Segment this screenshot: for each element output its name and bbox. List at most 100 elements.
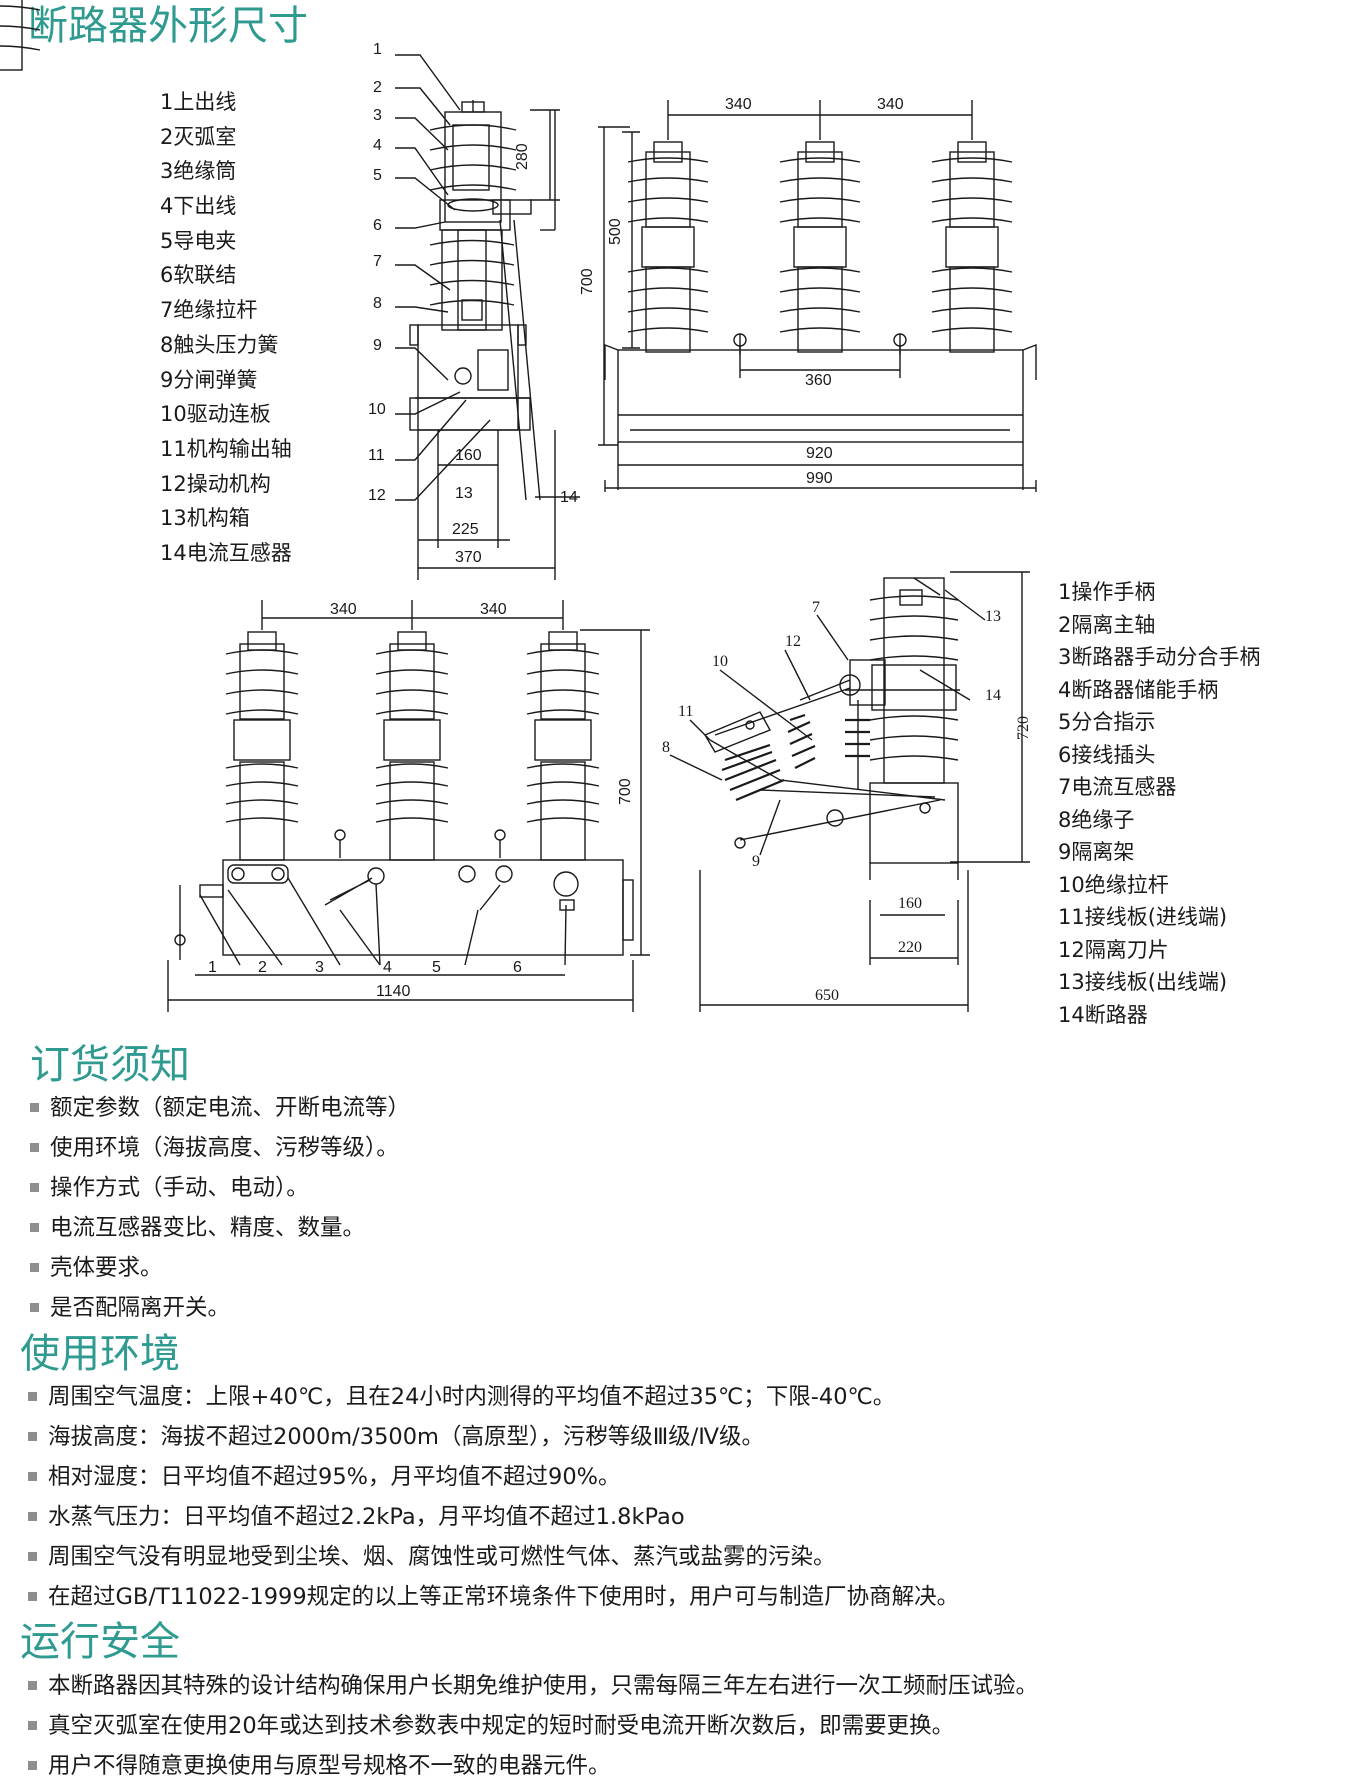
list-item: 水蒸气压力：日平均值不超过2.2kPa，月平均值不超过1.8kPao xyxy=(20,1497,959,1537)
callout-label: 3 xyxy=(373,107,382,124)
dimension-label: 160 xyxy=(455,447,482,464)
list-item: 使用环境（海拔高度、污秽等级）。 xyxy=(22,1128,410,1168)
legend-item: 3绝缘筒 xyxy=(160,159,237,184)
dimension-label: 370 xyxy=(455,549,482,566)
drawing3-labels: 340 340 700 1140 1 2 3 4 5 6 xyxy=(208,601,634,1000)
dimension-label: 220 xyxy=(898,939,922,956)
environment-list: 周围空气温度：上限+40℃，且在24小时内测得的平均值不超过35℃；下限-40℃… xyxy=(20,1377,959,1617)
dimension-label: 340 xyxy=(480,601,507,618)
drawing2-labels: 340 340 700 500 360 920 990 xyxy=(579,96,904,487)
callout-label: 8 xyxy=(662,739,670,756)
list-item: 电流互感器变比、精度、数量。 xyxy=(22,1208,410,1248)
callout-label: 3 xyxy=(315,959,324,976)
safety-title: 运行安全 xyxy=(20,1619,180,1665)
legend-item: 9隔离架 xyxy=(1058,840,1135,864)
list-item: 用户不得随意更换使用与原型号规格不一致的电器元件。 xyxy=(20,1746,1038,1786)
legend-item: 10驱动连板 xyxy=(160,402,271,427)
list-item: 周围空气温度：上限+40℃，且在24小时内测得的平均值不超过35℃；下限-40℃… xyxy=(20,1377,959,1417)
callout-label: 4 xyxy=(373,137,382,154)
dimension-label: 360 xyxy=(805,372,832,389)
legend-item: 2灭弧室 xyxy=(160,124,237,149)
legend-item: 4下出线 xyxy=(160,194,237,219)
list-item: 真空灭弧室在使用20年或达到技术参数表中规定的短时耐受电流开断次数后，即需要更换… xyxy=(20,1706,1038,1746)
callout-label: 7 xyxy=(373,253,382,270)
dimension-label: 340 xyxy=(877,96,904,113)
callout-label: 9 xyxy=(752,853,760,870)
list-item: 周围空气没有明显地受到尘埃、烟、腐蚀性或可燃性气体、蒸汽或盐雾的污染。 xyxy=(20,1537,959,1577)
callout-label: 6 xyxy=(513,959,522,976)
callout-label: 12 xyxy=(785,633,801,650)
dimension-label: 920 xyxy=(806,445,833,462)
callout-label: 2 xyxy=(258,959,267,976)
dimension-label: 225 xyxy=(452,521,479,538)
breaker-parts-legend: 1上出线 2灭弧室 3绝缘筒 4下出线 5导电夹 6软联结 7绝缘拉杆 8触头压… xyxy=(160,85,292,571)
callout-label: 2 xyxy=(373,79,382,96)
dimensions-title: 断路器外形尺寸 xyxy=(28,3,308,49)
list-item: 壳体要求。 xyxy=(22,1248,410,1288)
safety-list: 本断路器因其特殊的设计结构确保用户长期免维护使用，只需每隔三年左右进行一次工频耐… xyxy=(20,1666,1038,1786)
legend-item: 2隔离主轴 xyxy=(1058,612,1156,637)
list-item: 在超过GB/T11022-1999规定的以上等正常环境条件下使用时，用户可与制造… xyxy=(20,1577,959,1617)
legend-item: 13机构箱 xyxy=(160,506,250,531)
dimension-label: 500 xyxy=(607,218,624,245)
callout-label: 11 xyxy=(678,703,693,720)
callout-label: 1 xyxy=(208,959,217,976)
ordering-list: 额定参数（额定电流、开断电流等） 使用环境（海拔高度、污秽等级）。 操作方式（手… xyxy=(22,1088,410,1328)
drawing1-labels: 1 2 3 4 5 6 7 8 9 10 11 12 13 14 280 160… xyxy=(368,41,578,566)
legend-item: 8绝缘子 xyxy=(1058,807,1135,832)
callout-label: 8 xyxy=(373,295,382,312)
legend-item: 4断路器储能手柄 xyxy=(1058,677,1219,702)
environment-title: 使用环境 xyxy=(20,1331,180,1377)
list-item: 额定参数（额定电流、开断电流等） xyxy=(22,1088,410,1128)
dimension-label: 990 xyxy=(806,470,833,487)
callout-label: 10 xyxy=(712,653,728,670)
dimension-label: 720 xyxy=(1015,716,1032,740)
callout-label: 14 xyxy=(560,489,578,506)
list-item: 本断路器因其特殊的设计结构确保用户长期免维护使用，只需每隔三年左右进行一次工频耐… xyxy=(20,1666,1038,1706)
callout-label: 5 xyxy=(373,167,382,184)
legend-item: 12隔离刀片 xyxy=(1058,937,1169,962)
legend-item: 11机构输出轴 xyxy=(160,436,292,461)
list-item: 是否配隔离开关。 xyxy=(22,1288,410,1328)
ordering-title: 订货须知 xyxy=(30,1042,190,1088)
dimension-label: 160 xyxy=(898,895,922,912)
drawing4-labels: 7 10 12 11 8 9 13 14 720 160 220 650 xyxy=(662,599,1032,1004)
breaker-side-view xyxy=(395,54,580,580)
callout-label: 6 xyxy=(373,217,382,234)
technical-drawings: 1 2 3 4 5 6 7 8 9 10 11 12 13 14 280 160… xyxy=(0,0,1037,1012)
legend-item: 5导电夹 xyxy=(160,228,237,253)
legend-item: 5分合指示 xyxy=(1058,710,1156,734)
dimension-label: 340 xyxy=(330,601,357,618)
dimension-label: 340 xyxy=(725,96,752,113)
legend-item: 14断路器 xyxy=(1058,1002,1148,1027)
legend-item: 7电流互感器 xyxy=(1058,775,1177,799)
legend-item: 10绝缘拉杆 xyxy=(1058,872,1169,897)
callout-label: 10 xyxy=(368,401,386,418)
dimension-label: 650 xyxy=(815,987,839,1004)
breaker-front-view xyxy=(0,0,1037,492)
list-item: 海拔高度：海拔不超过2000m/3500m（高原型），污秽等级Ⅲ级/Ⅳ级。 xyxy=(20,1417,959,1457)
isolator-side-view xyxy=(669,571,1030,1012)
legend-item: 14电流互感器 xyxy=(160,540,292,565)
legend-item: 13接线板(出线端) xyxy=(1058,970,1228,994)
legend-item: 6接线插头 xyxy=(1058,742,1156,767)
callout-label: 14 xyxy=(985,687,1001,704)
callout-label: 12 xyxy=(368,487,386,504)
legend-item: 9分闸弹簧 xyxy=(160,367,258,392)
callout-label: 5 xyxy=(432,959,441,976)
callout-label: 9 xyxy=(373,337,382,354)
list-item: 相对湿度：日平均值不超过95%，月平均值不超过90%。 xyxy=(20,1457,959,1497)
dimension-label: 700 xyxy=(579,268,596,295)
callout-label: 1 xyxy=(373,41,382,58)
legend-item: 6软联结 xyxy=(160,263,237,288)
legend-item: 1操作手柄 xyxy=(1058,580,1156,604)
legend-item: 7绝缘拉杆 xyxy=(160,298,258,323)
isolator-parts-legend: 1操作手柄 2隔离主轴 3断路器手动分合手柄 4断路器储能手柄 5分合指示 6接… xyxy=(1058,576,1260,1031)
legend-item: 1上出线 xyxy=(160,90,237,114)
dimension-label: 1140 xyxy=(376,983,411,1000)
callout-label: 7 xyxy=(812,599,820,616)
legend-item: 12操动机构 xyxy=(160,471,271,496)
dimension-label: 700 xyxy=(617,778,634,805)
dimension-label: 280 xyxy=(514,143,531,170)
legend-item: 8触头压力簧 xyxy=(160,332,279,357)
